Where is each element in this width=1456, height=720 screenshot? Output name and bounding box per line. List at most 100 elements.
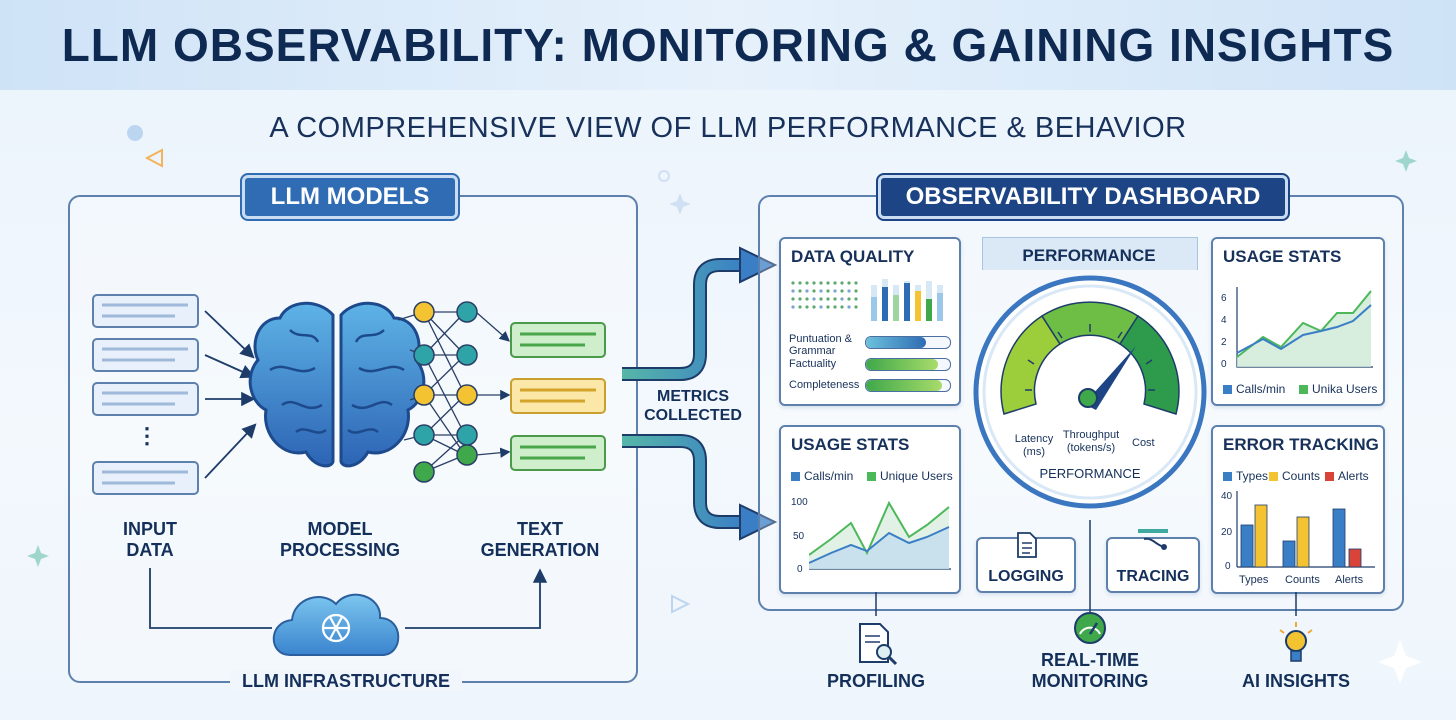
mini-bar-chart — [871, 279, 943, 321]
decor-triangle — [144, 148, 163, 168]
flow-arrow-top — [622, 246, 778, 381]
bar-types-blue — [1240, 524, 1254, 568]
legend-swatch-yellow — [1269, 471, 1278, 481]
input-document-1 — [92, 294, 199, 328]
metric-label-factuality: Factuality — [789, 358, 837, 370]
logging-tile: LOGGING — [976, 532, 1076, 593]
metrics-collected-line2: COLLECTED — [644, 407, 742, 424]
llm-infrastructure-label: LLM INFRASTRUCTURE — [230, 671, 462, 692]
output-document-3 — [510, 435, 606, 471]
gauge-label-latency-line1: Latency — [1014, 433, 1054, 445]
text-generation-label-line1: TEXT — [516, 519, 563, 539]
neural-network — [397, 301, 511, 483]
decor-sparkle — [1378, 640, 1422, 684]
output-document-1 — [510, 322, 606, 358]
unique-users-line — [809, 500, 950, 556]
input-data-label-line2: DATA — [126, 540, 174, 560]
calls-per-min-line — [1236, 304, 1372, 354]
gauge-label-throughput: Throughput (tokens/s) — [1058, 429, 1124, 455]
usage-small-legend-users-text: Unika Users — [1312, 382, 1378, 396]
input-document-4 — [92, 461, 199, 495]
error-xlabel-counts: Counts — [1285, 574, 1320, 586]
metrics-collected-line1: METRICS — [657, 388, 729, 405]
usage-large-legend-users: Unique Users — [867, 469, 953, 483]
gauge-label-throughput-line2: (tokens/s) — [1066, 442, 1116, 454]
error-legend-counts-text: Counts — [1282, 469, 1321, 483]
ai-insights-label: AI INSIGHTS — [1241, 671, 1350, 691]
performance-header — [982, 237, 1198, 270]
error-legend-counts: Counts — [1269, 469, 1320, 483]
usage-large-ytick-0: 0 — [797, 564, 803, 575]
ellipsis-indicator: ⋮ — [136, 423, 158, 448]
calls-per-min-line — [809, 526, 950, 564]
model-processing-label-line1: MODEL — [307, 519, 373, 539]
infra-line-right — [405, 568, 548, 629]
page-subtitle: A COMPREHENSIVE VIEW OF LLM PERFORMANCE … — [269, 112, 1187, 144]
brain-icon — [248, 301, 426, 468]
error-tracking-title: ERROR TRACKING — [1223, 435, 1379, 454]
error-xlabel-alerts: Alerts — [1335, 574, 1364, 586]
usage-small-legend-calls-text: Calls/min — [1236, 382, 1286, 396]
usage-small-ytick-0: 0 — [1221, 359, 1227, 370]
flow-arrow-bottom — [622, 434, 778, 541]
dashboard-title: OBSERVABILITY DASHBOARD — [878, 175, 1288, 219]
bar-counts-blue — [1282, 540, 1296, 568]
model-processing-label-line2: PROCESSING — [279, 540, 401, 560]
gauge-label-latency-line2: (ms) — [1023, 446, 1045, 458]
usage-large-ytick-50: 50 — [793, 531, 805, 542]
error-legend-types-text: Types — [1236, 469, 1269, 483]
metric-label-grammar-line1: Puntuation & — [789, 333, 852, 345]
usage-large-legend-calls-text: Calls/min — [804, 469, 854, 483]
logging-label: LOGGING — [988, 568, 1064, 585]
bar-alerts-blue — [1332, 508, 1346, 568]
llm-models-title: LLM MODELS — [242, 175, 458, 219]
error-bar-chart — [1236, 491, 1375, 568]
factuality-progress-bar — [865, 358, 951, 371]
completeness-progress-bar — [865, 379, 951, 392]
tracing-icon — [1138, 529, 1168, 550]
tracing-label: TRACING — [1116, 568, 1190, 585]
metrics-collected-label: METRICS COLLECTED — [638, 387, 748, 425]
usage-stats-large-title: USAGE STATS — [791, 435, 910, 454]
text-generation-label-line2: GENERATION — [480, 540, 600, 560]
input-data-label-line1: INPUT — [123, 519, 177, 539]
error-tracking-card: ERROR TRACKING Types Counts Alerts 40 20… — [1211, 425, 1385, 594]
error-xlabel-types: Types — [1239, 574, 1269, 586]
usage-small-ytick-2: 2 — [1221, 337, 1227, 348]
title-banner: LLM OBSERVABILITY: MONITORING & GAINING … — [0, 0, 1456, 90]
page-title: LLM OBSERVABILITY: MONITORING & GAINING … — [61, 19, 1395, 71]
gauge-label-throughput-line1: Throughput — [1062, 429, 1120, 441]
gauge-hub — [1078, 388, 1098, 408]
realtime-monitoring-label: REAL-TIME MONITORING — [1010, 650, 1170, 692]
gauge-caption: PERFORMANCE — [1039, 466, 1141, 481]
decor-ring — [658, 170, 670, 182]
performance-title: PERFORMANCE — [1022, 246, 1156, 265]
input-document-3 — [92, 382, 199, 416]
data-quality-title: DATA QUALITY — [791, 247, 915, 266]
usage-small-legend-users: Unika Users — [1299, 382, 1377, 396]
infra-line-left — [149, 568, 272, 629]
input-document-2 — [92, 338, 199, 372]
usage-stats-small-title: USAGE STATS — [1223, 247, 1342, 266]
error-ytick-40: 40 — [1221, 491, 1233, 502]
text-generation-label: TEXT GENERATION — [470, 519, 610, 561]
decor-sparkle — [669, 193, 691, 215]
input-data-label: INPUT DATA — [100, 519, 200, 561]
metric-label-grammar: Puntuation & Grammar — [789, 333, 852, 357]
metric-label-grammar-line2: Grammar — [789, 345, 836, 357]
grammar-progress-bar — [865, 336, 951, 349]
unique-users-line — [1236, 290, 1372, 358]
completeness-progress-fill — [866, 380, 942, 391]
data-quality-card: DATA QUALITY Puntuation & Grammar Factua… — [779, 237, 961, 406]
factuality-progress-fill — [866, 359, 939, 370]
dot-matrix — [791, 281, 858, 309]
usage-large-line-chart — [809, 500, 951, 570]
tracing-tile: TRACING — [1106, 529, 1200, 593]
usage-small-ytick-4: 4 — [1221, 315, 1227, 326]
error-legend-alerts-text: Alerts — [1338, 469, 1369, 483]
legend-swatch-blue — [1223, 471, 1232, 481]
usage-stats-card-large: USAGE STATS Calls/min Unique Users 100 5… — [779, 425, 961, 594]
